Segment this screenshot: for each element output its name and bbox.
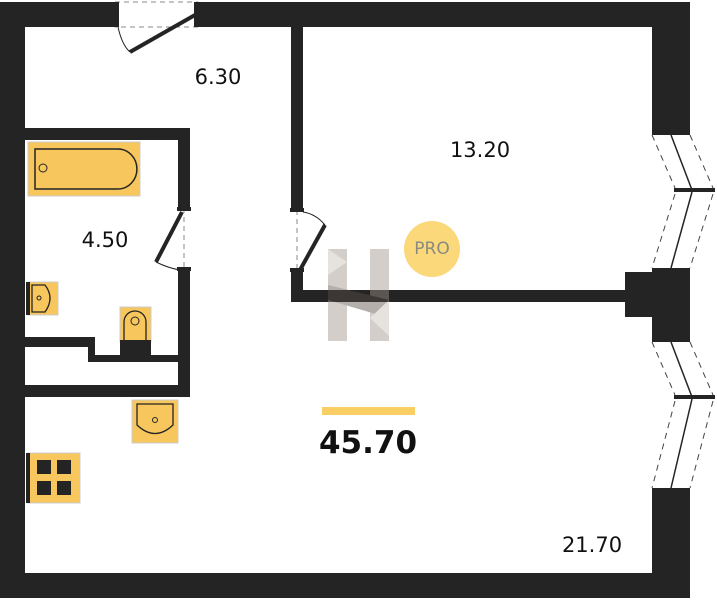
bathtub-icon (27, 141, 141, 197)
bedroom-door[interactable] (290, 208, 327, 272)
stove-icon (26, 452, 81, 504)
bay-window-bottom (651, 338, 715, 492)
watermark-logo-icon (328, 249, 389, 341)
room-area-bedroom: 13.20 (449, 138, 511, 162)
entrance-door[interactable] (114, 1, 199, 54)
bathroom-door[interactable] (154, 207, 191, 271)
total-area: 45.70 (318, 425, 418, 461)
room-area-bathroom: 4.50 (81, 228, 129, 252)
total-area-accent-bar (322, 407, 415, 415)
toilet-icon (119, 306, 152, 357)
kitchen-sink-icon (131, 399, 179, 444)
room-area-hallway: 6.30 (194, 65, 242, 89)
room-area-living-kitchen: 21.70 (561, 533, 623, 557)
bay-window-top (651, 131, 715, 272)
walls (0, 2, 690, 598)
bathroom-sink-icon (26, 281, 59, 316)
pro-badge: PRO (404, 221, 460, 277)
